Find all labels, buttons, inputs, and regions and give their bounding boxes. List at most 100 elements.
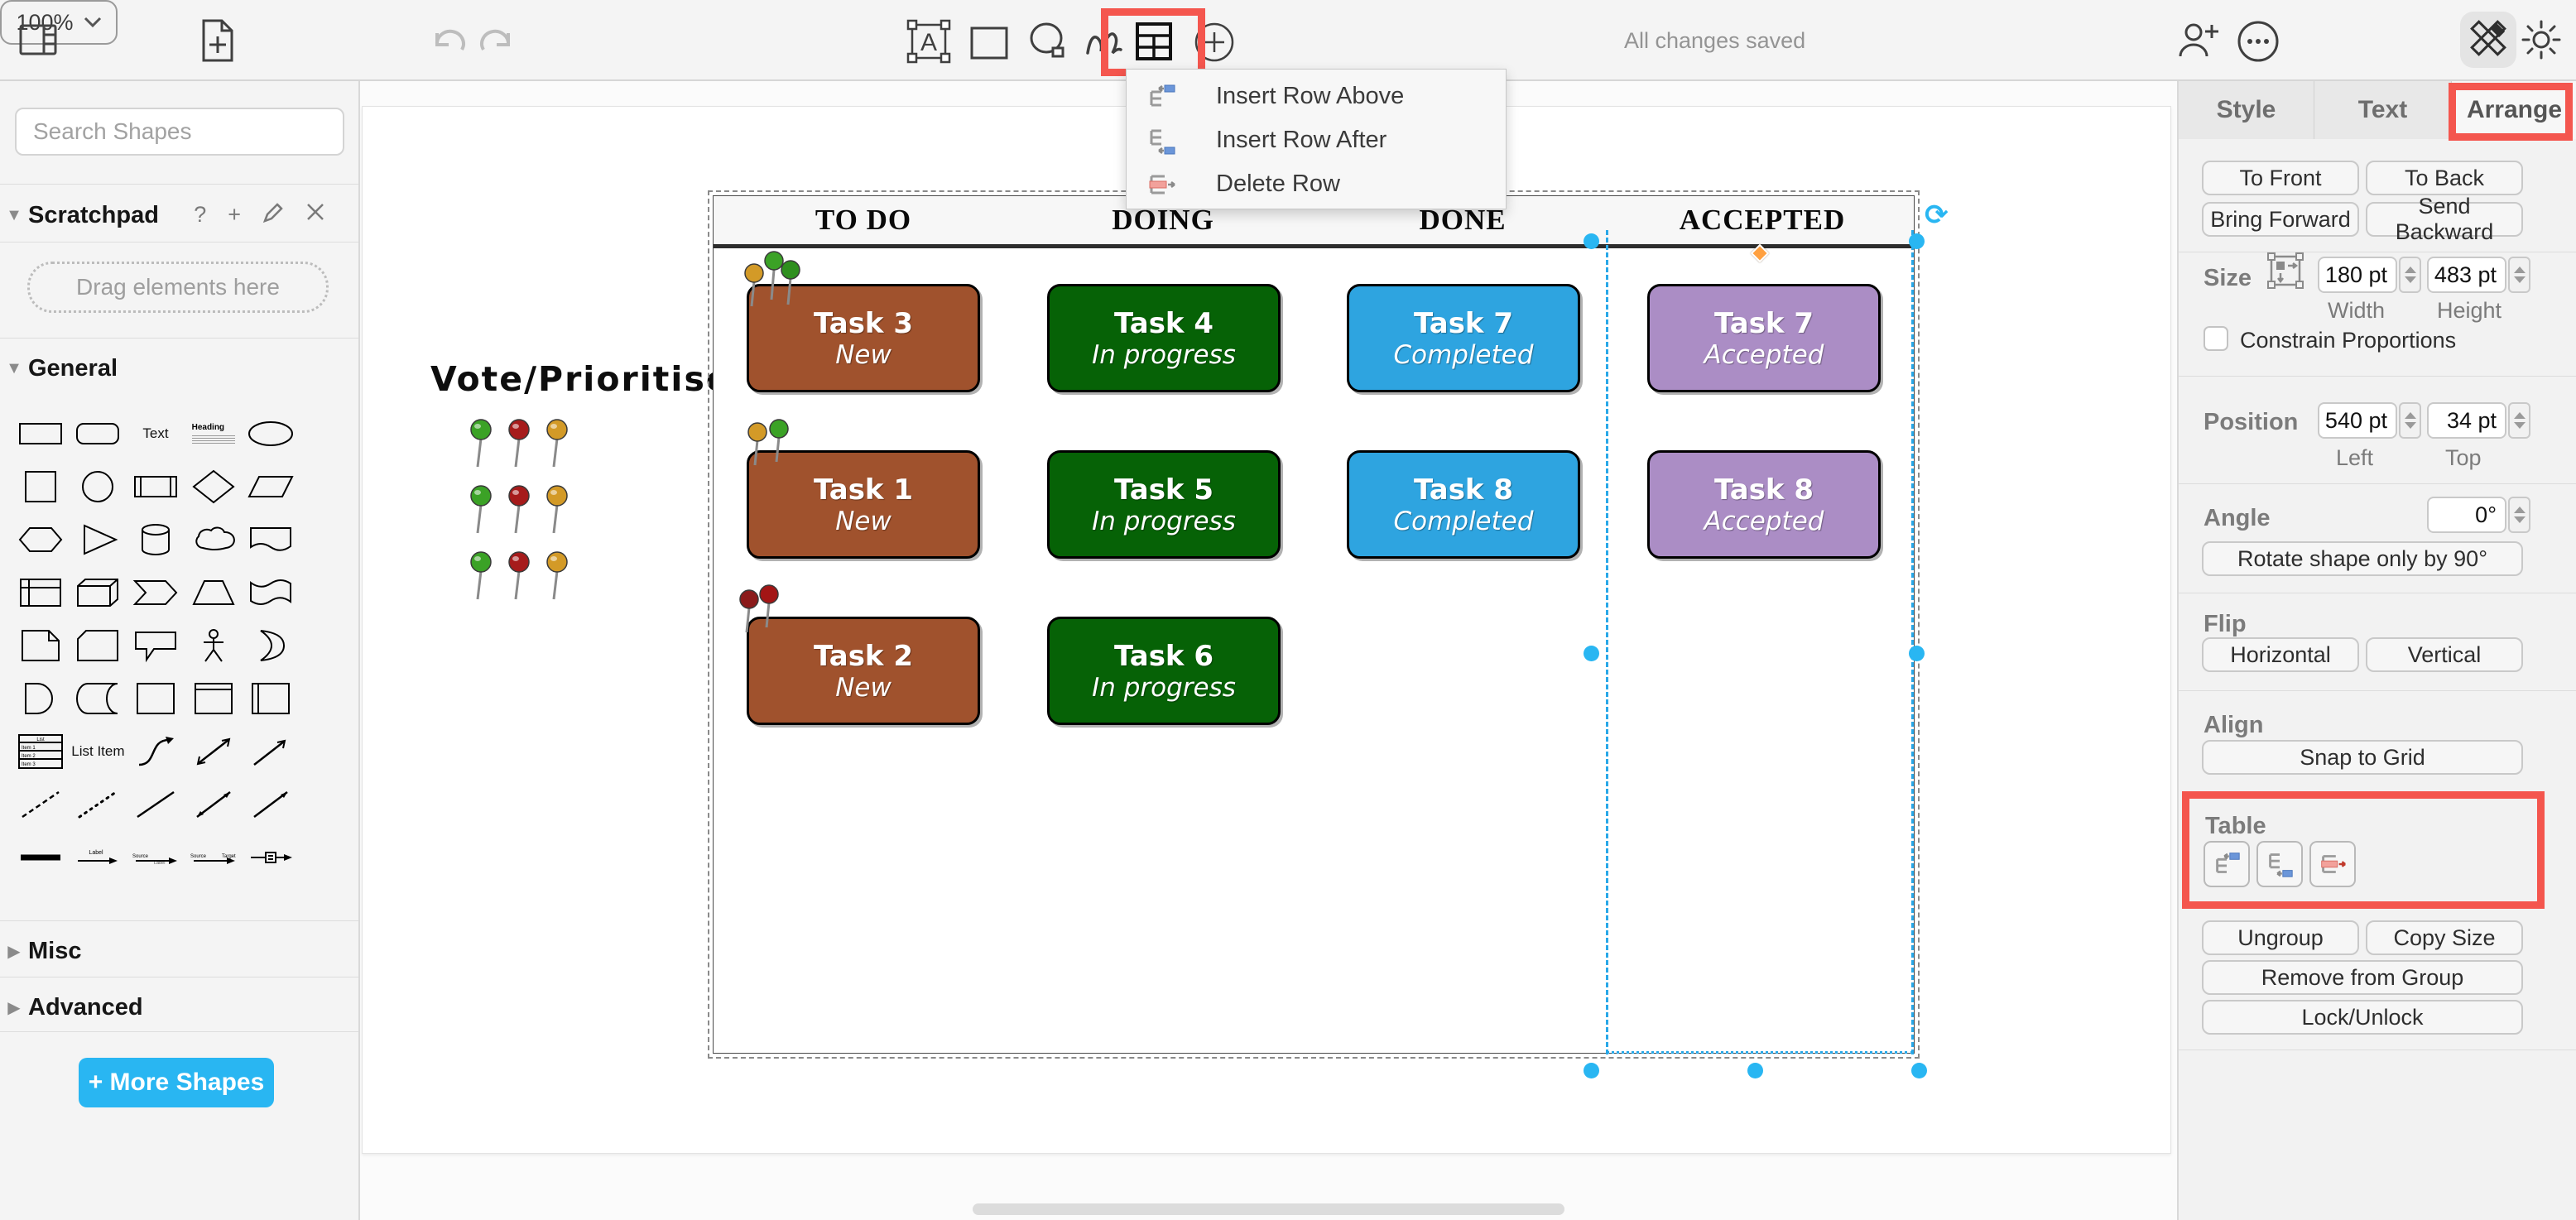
shape-bidirectional-arrow[interactable] [185, 725, 243, 778]
scratchpad-help-icon[interactable]: ? [194, 201, 207, 227]
shape-text[interactable]: Text [142, 425, 169, 441]
shape-hexagon[interactable] [12, 513, 70, 566]
rotate-handle-icon[interactable]: ⟳ [1925, 199, 1949, 231]
shape-list-item[interactable]: List Item [71, 743, 125, 759]
lock-unlock-button[interactable]: Lock/Unlock [2202, 1000, 2523, 1035]
shape-or[interactable] [242, 619, 300, 672]
delete-row-button[interactable] [2309, 841, 2356, 887]
selection-handle[interactable] [1909, 646, 1925, 661]
shape-circle[interactable] [70, 460, 127, 513]
shape-cube[interactable] [70, 566, 127, 619]
autosize-icon[interactable] [2266, 252, 2304, 294]
shape-trapezoid[interactable] [185, 566, 243, 619]
shape-callout[interactable] [127, 619, 185, 672]
snap-to-grid-button[interactable]: Snap to Grid [2202, 740, 2523, 775]
shape-container[interactable] [127, 672, 185, 725]
menu-item-insert-row-above[interactable]: Insert Row Above [1127, 74, 1506, 118]
shape-cylinder[interactable] [127, 513, 185, 566]
height-stepper[interactable] [2508, 257, 2530, 293]
position-top-stepper[interactable] [2508, 402, 2530, 439]
shape-actor[interactable] [185, 619, 243, 672]
angle-input[interactable]: 0° [2427, 497, 2506, 533]
tab-style[interactable]: Style [2179, 81, 2314, 139]
shape-card[interactable] [70, 619, 127, 672]
to-back-button[interactable]: To Back [2366, 161, 2523, 195]
angle-stepper[interactable] [2508, 497, 2530, 533]
send-backward-button[interactable]: Send Backward [2366, 194, 2523, 244]
position-left-stepper[interactable] [2399, 402, 2421, 439]
ungroup-button[interactable]: Ungroup [2202, 920, 2359, 955]
shape-cloud[interactable] [185, 513, 243, 566]
menu-item-delete-row[interactable]: Delete Row [1127, 162, 1506, 206]
task-card[interactable]: Task 6 In progress [1047, 617, 1281, 725]
shape-arrow-with-label[interactable]: Label [70, 831, 127, 884]
shape-ellipse[interactable] [242, 407, 300, 460]
rectangle-tool-icon[interactable] [967, 23, 1012, 61]
shape-bidirectional-connector[interactable] [185, 778, 243, 831]
shape-rounded-rectangle[interactable] [70, 407, 127, 460]
shape-dotted-line[interactable] [70, 778, 127, 831]
scratchpad-close-icon[interactable] [305, 202, 325, 229]
task-card[interactable]: Task 4 In progress [1047, 284, 1281, 392]
shape-directional-connector[interactable] [242, 778, 300, 831]
bring-forward-button[interactable]: Bring Forward [2202, 202, 2359, 237]
shape-dashed-line[interactable] [12, 778, 70, 831]
width-stepper[interactable] [2399, 257, 2421, 293]
flip-vertical-button[interactable]: Vertical [2366, 637, 2523, 672]
shape-and[interactable] [12, 672, 70, 725]
shape-data-storage[interactable] [70, 672, 127, 725]
tab-arrange[interactable]: Arrange [2452, 81, 2576, 139]
position-top-input[interactable]: 34 pt [2427, 402, 2506, 439]
rotate-90-button[interactable]: Rotate shape only by 90° [2202, 541, 2523, 576]
remove-from-group-button[interactable]: Remove from Group [2202, 960, 2523, 995]
shape-note[interactable] [12, 619, 70, 672]
theme-sun-icon[interactable] [2520, 18, 2563, 61]
task-card[interactable]: Task 7 Completed [1347, 284, 1580, 392]
selection-handle[interactable] [1584, 233, 1599, 249]
task-card[interactable]: Task 1 New [747, 450, 980, 559]
shape-heading[interactable]: Heading [185, 407, 243, 460]
menu-item-insert-row-after[interactable]: Insert Row After [1127, 118, 1506, 162]
shape-horizontal-container[interactable] [242, 672, 300, 725]
copy-size-button[interactable]: Copy Size [2366, 920, 2523, 955]
undo-icon[interactable] [427, 23, 469, 60]
table-tool-icon[interactable] [1132, 20, 1175, 63]
new-page-icon[interactable] [199, 18, 237, 63]
shape-process[interactable] [127, 460, 185, 513]
drawing-canvas[interactable]: Vote/Prioritise TO DO DOING DONE ACCEPTE… [360, 81, 2177, 1220]
shape-document[interactable] [242, 513, 300, 566]
task-card[interactable]: Task 3 New [747, 284, 980, 392]
shape-curve[interactable] [127, 725, 185, 778]
insert-row-above-button[interactable] [2204, 841, 2250, 887]
tab-text[interactable]: Text [2314, 81, 2452, 139]
insert-row-after-button[interactable] [2256, 841, 2303, 887]
shape-diamond[interactable] [185, 460, 243, 513]
selection-handle[interactable] [1747, 1063, 1763, 1078]
section-general[interactable]: ▼ General [0, 344, 358, 392]
shape-link[interactable] [12, 831, 70, 884]
ellipse-tool-icon[interactable] [1025, 20, 1071, 63]
selection-handle[interactable] [1909, 233, 1925, 249]
selection-handle[interactable] [1584, 1063, 1599, 1078]
section-misc[interactable]: ▶ Misc [0, 927, 358, 975]
shape-square[interactable] [12, 460, 70, 513]
text-tool-icon[interactable]: A [906, 18, 952, 65]
search-input[interactable] [17, 118, 332, 145]
shape-arrow[interactable] [242, 725, 300, 778]
more-actions-icon[interactable] [2235, 18, 2281, 65]
task-card[interactable]: Task 5 In progress [1047, 450, 1281, 559]
scratchpad-edit-icon[interactable] [262, 202, 284, 229]
task-card[interactable]: Task 8 Accepted [1647, 450, 1881, 559]
selection-handle[interactable] [1911, 1063, 1927, 1078]
shape-parallelogram[interactable] [242, 460, 300, 513]
horizontal-scrollbar[interactable] [973, 1203, 1564, 1215]
task-card[interactable]: Task 2 New [747, 617, 980, 725]
selection-handle[interactable] [1584, 646, 1599, 661]
freehand-tool-icon[interactable] [1081, 25, 1124, 61]
more-shapes-button[interactable]: + More Shapes [79, 1058, 274, 1107]
scratchpad-add-icon[interactable]: + [228, 201, 241, 227]
to-front-button[interactable]: To Front [2202, 161, 2359, 195]
position-left-input[interactable]: 540 pt [2318, 402, 2397, 439]
toggle-format-panel-icon[interactable] [18, 22, 58, 58]
